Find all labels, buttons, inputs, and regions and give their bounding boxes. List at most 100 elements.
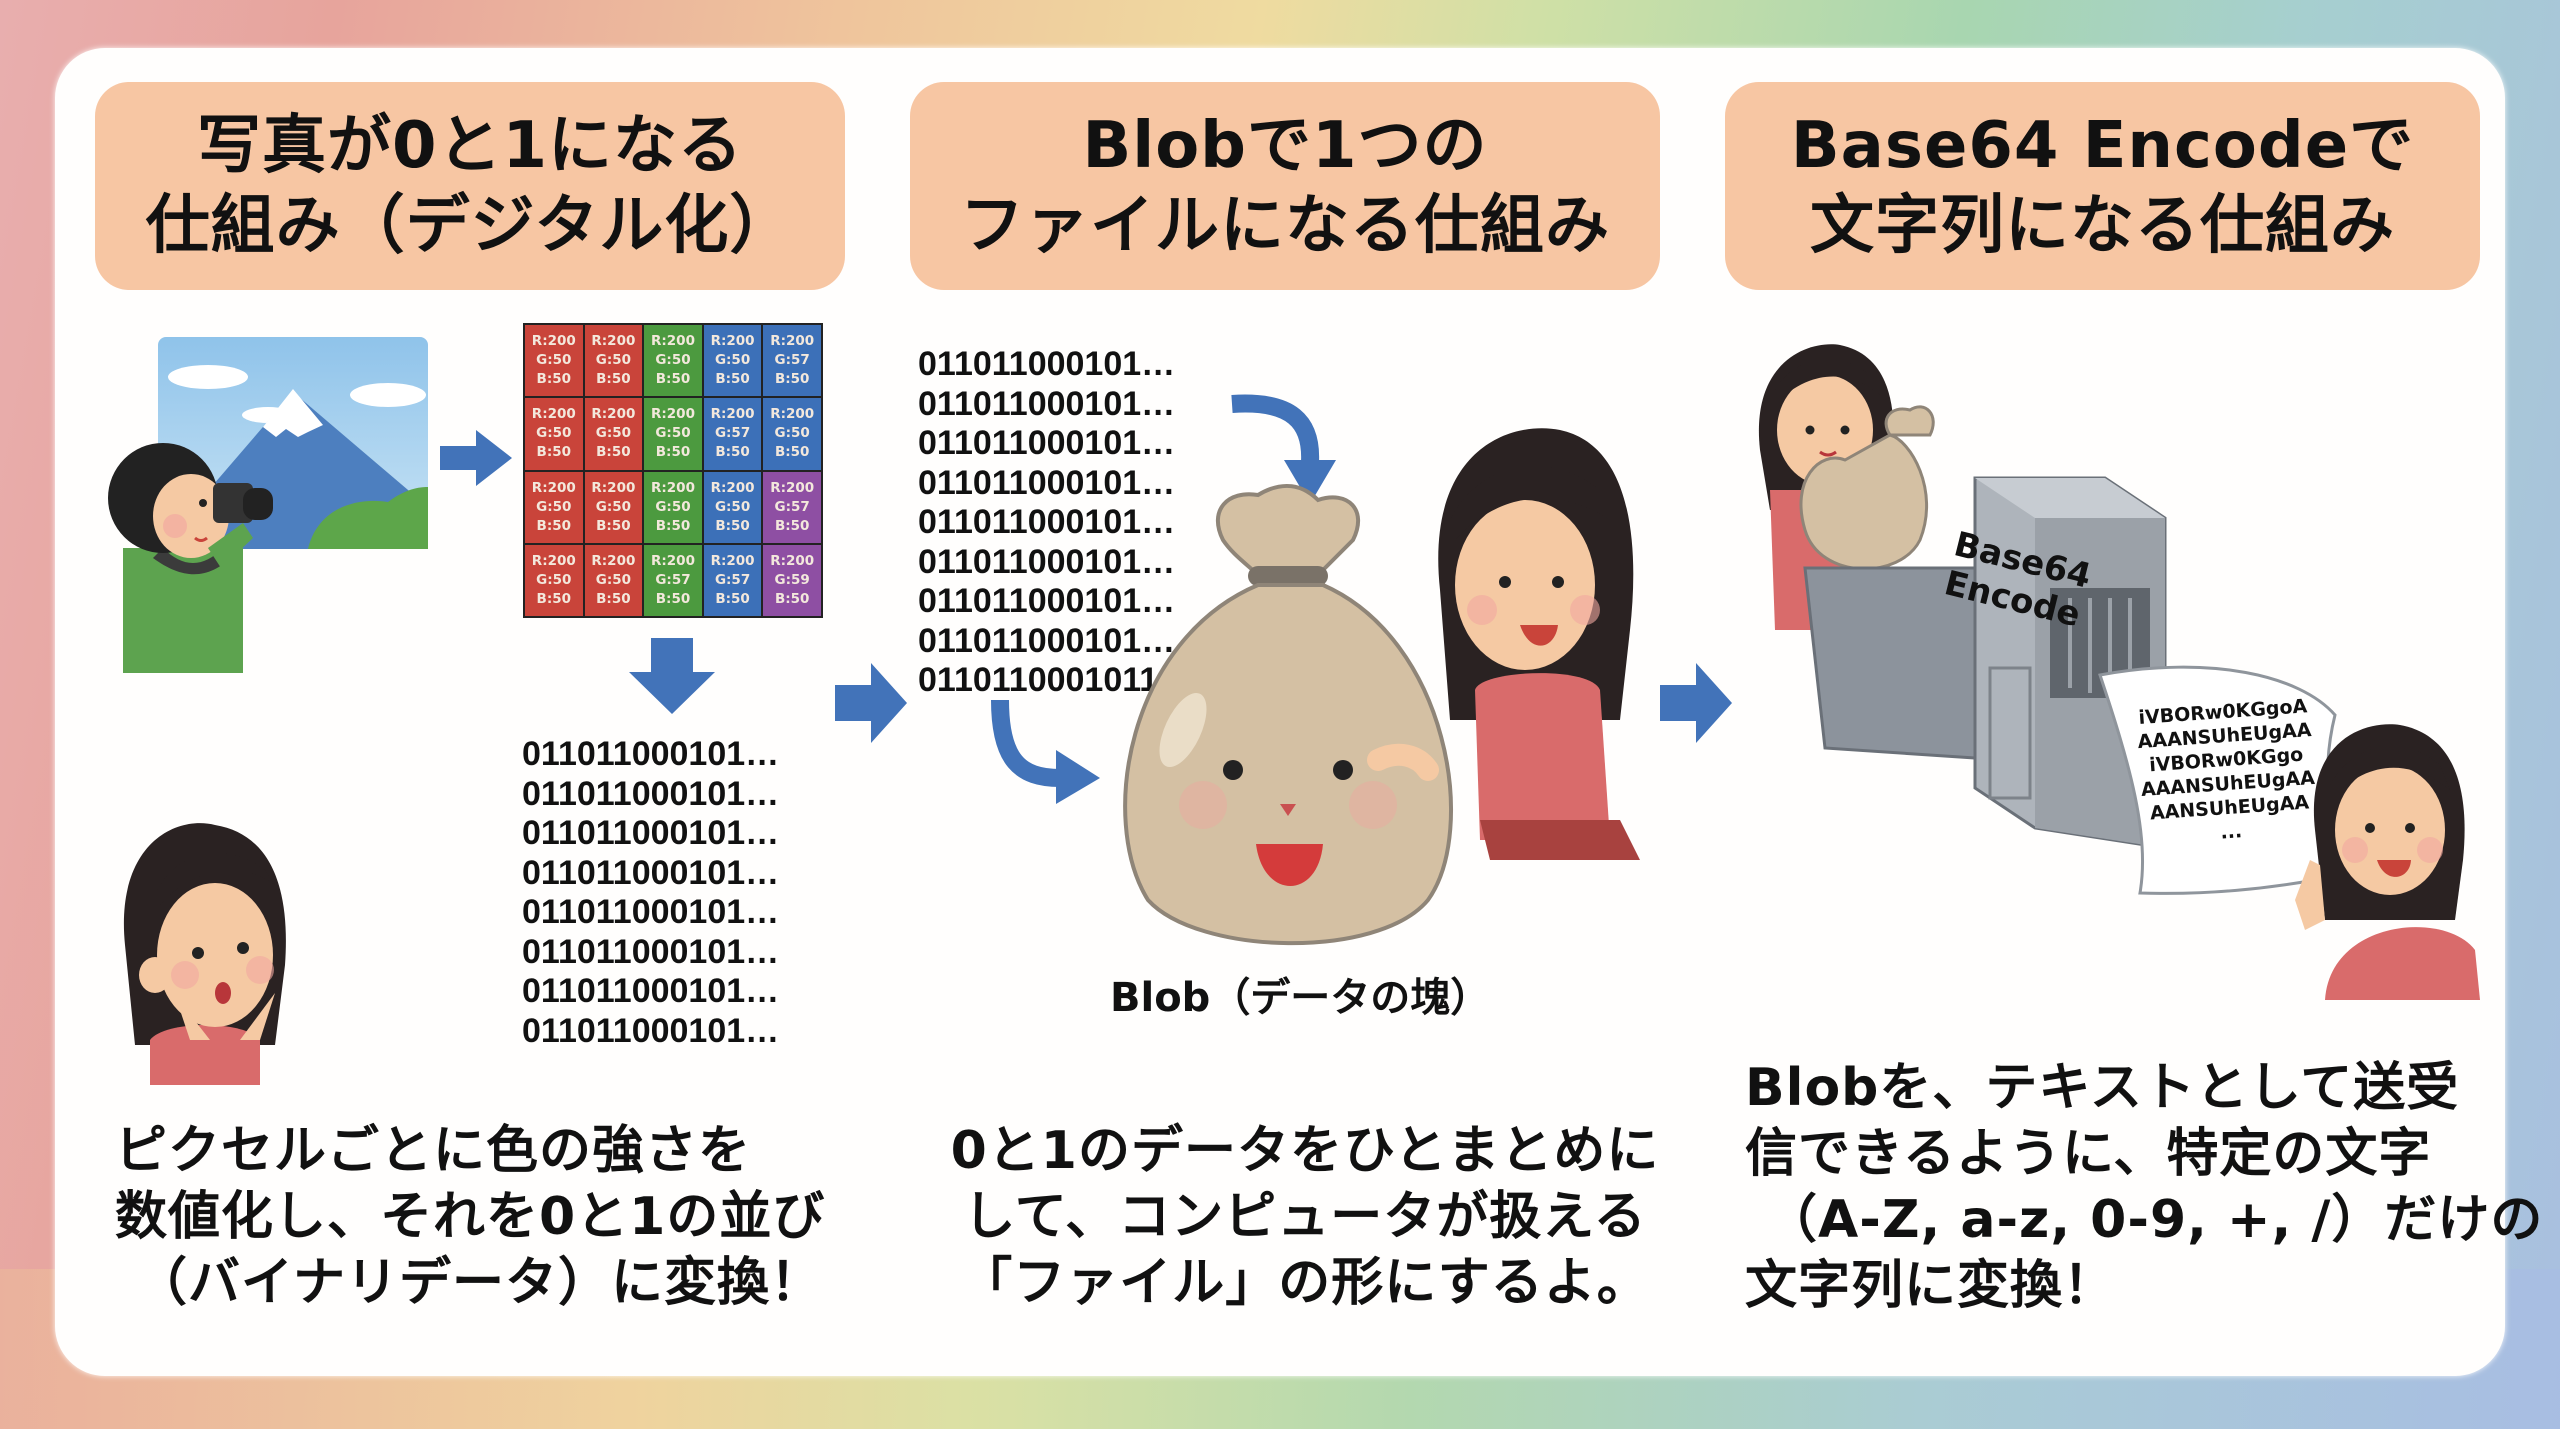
pixel-value-b: B:50 bbox=[596, 371, 631, 388]
person-with-camera-icon bbox=[108, 443, 273, 673]
pixel-value-g: G:50 bbox=[595, 352, 632, 369]
pixel-value-b: B:50 bbox=[715, 517, 750, 534]
pixel-value-g: G:59 bbox=[774, 571, 810, 588]
pixel-value-g: G:50 bbox=[655, 425, 691, 442]
pixel-value-r: R:200 bbox=[770, 479, 815, 496]
pixel-value-r: R:200 bbox=[591, 406, 636, 423]
binary-line: 0110110001011 bbox=[918, 661, 1159, 699]
pixel-value-b: B:50 bbox=[655, 371, 691, 388]
pixel-value-g: G:50 bbox=[655, 352, 691, 369]
pixel-value-r: R:200 bbox=[531, 479, 576, 496]
description-line: （A-Z, a-z, 0-9, +, /）だけの bbox=[1765, 1190, 2544, 1250]
header-line: ファイルになる仕組み bbox=[960, 189, 1610, 263]
pixel-value-r: R:200 bbox=[710, 406, 755, 423]
binary-line: 011011000101… bbox=[522, 932, 780, 971]
header-blob: Blobで1つの ファイルになる仕組み bbox=[910, 82, 1660, 290]
pixel-value-b: B:50 bbox=[774, 590, 810, 607]
pixel-value-g: G:57 bbox=[774, 352, 810, 369]
binary-line: 011011000101… bbox=[522, 735, 780, 773]
pixel-value-r: R:200 bbox=[710, 479, 755, 496]
pixel-value-r: R:200 bbox=[770, 333, 815, 350]
pixel-value-r: R:200 bbox=[770, 406, 815, 423]
binary-data-block: 011011000101…011011000101…011011000101…0… bbox=[522, 735, 779, 1051]
pixel-value-b: B:50 bbox=[596, 590, 631, 607]
description-line: 文字列に変換！ bbox=[1745, 1256, 2117, 1316]
binary-line: 011011000101… bbox=[918, 503, 1176, 541]
header-line: 写真が0と1になる bbox=[196, 109, 744, 183]
description-blob: 0と1のデータをひとまとめに して、コンピュータが扱える 「ファイル」の形にする… bbox=[945, 1118, 1665, 1316]
pixel-value-r: R:200 bbox=[710, 333, 755, 350]
pixel-value-b: B:50 bbox=[596, 444, 631, 461]
pixel-value-b: B:50 bbox=[536, 517, 572, 534]
description-line: （バイナリデータ）に変換！ bbox=[135, 1253, 823, 1313]
header-line: Blobで1つの bbox=[1082, 109, 1488, 183]
curved-arrow-icon bbox=[991, 699, 1100, 804]
arrow-right-icon bbox=[440, 430, 512, 486]
blob-label: Blob（データの塊） bbox=[1110, 975, 1491, 1021]
pixel-value-g: G:50 bbox=[595, 571, 632, 588]
binary-line: 011011000101… bbox=[918, 424, 1176, 462]
pixel-value-r: R:200 bbox=[710, 552, 755, 569]
description-line: して、コンピュータが扱える bbox=[963, 1187, 1647, 1247]
description-line: 信できるように、特定の文字 bbox=[1745, 1124, 2432, 1184]
binary-line: 011011000101… bbox=[918, 582, 1176, 620]
pixel-value-g: G:50 bbox=[774, 425, 810, 442]
pixel-value-g: G:50 bbox=[655, 498, 691, 515]
curved-arrow-icon bbox=[1231, 394, 1336, 504]
description-line: 0と1のデータをひとまとめに bbox=[950, 1121, 1660, 1181]
binary-line: 011011000101… bbox=[522, 1011, 780, 1050]
pixel-value-b: B:50 bbox=[655, 517, 691, 534]
pixel-value-b: B:50 bbox=[715, 444, 750, 461]
binary-line: 011011000101… bbox=[918, 463, 1176, 502]
pixel-value-b: B:50 bbox=[715, 371, 750, 388]
binary-line: 011011000101… bbox=[522, 774, 780, 813]
header-base64: Base64 Encodeで 文字列になる仕組み bbox=[1725, 82, 2480, 290]
header-line: 仕組み（デジタル化） bbox=[145, 189, 795, 263]
pixel-value-b: B:50 bbox=[655, 590, 691, 607]
pixel-value-g: G:57 bbox=[655, 571, 691, 588]
arrow-right-icon bbox=[835, 663, 907, 743]
pixel-value-r: R:200 bbox=[591, 333, 636, 350]
pixel-value-b: B:50 bbox=[715, 590, 750, 607]
pixel-value-r: R:200 bbox=[651, 552, 695, 569]
surprised-girl-icon bbox=[123, 823, 286, 1085]
binary-line: 011011000101… bbox=[522, 814, 780, 852]
binary-data-block: 011011000101…011011000101…011011000101…0… bbox=[918, 345, 1175, 701]
pixel-value-b: B:50 bbox=[536, 590, 572, 607]
pixel-value-g: G:50 bbox=[595, 498, 632, 515]
pixel-value-g: G:50 bbox=[536, 352, 572, 369]
binary-line: 011011000101… bbox=[918, 542, 1176, 581]
description-line: 「ファイル」の形にするよ。 bbox=[960, 1253, 1650, 1313]
pixel-value-g: G:57 bbox=[714, 571, 751, 588]
arrow-down-icon bbox=[629, 638, 715, 714]
pixel-value-g: G:50 bbox=[536, 571, 572, 588]
description-line: Blobを、テキストとして送受 bbox=[1745, 1058, 2460, 1118]
description-digitization: ピクセルごとに色の強さを 数値化し、それを0と1の並び （バイナリデータ）に変換… bbox=[115, 1118, 835, 1316]
header-line: Base64 Encodeで bbox=[1790, 109, 2415, 183]
arrow-right-icon bbox=[1660, 663, 1732, 743]
pixel-value-b: B:50 bbox=[774, 444, 810, 461]
pixel-value-r: R:200 bbox=[770, 552, 815, 569]
pixel-value-g: G:50 bbox=[714, 498, 751, 515]
header-line: 文字列になる仕組み bbox=[1810, 189, 2395, 263]
description-line: 数値化し、それを0と1の並び bbox=[115, 1187, 826, 1247]
pixel-value-b: B:50 bbox=[596, 517, 631, 534]
binary-line: 011011000101… bbox=[522, 972, 780, 1010]
pixel-value-r: R:200 bbox=[531, 406, 576, 423]
pixel-value-g: G:57 bbox=[774, 498, 810, 515]
pixel-value-b: B:50 bbox=[536, 444, 572, 461]
pixel-value-b: B:50 bbox=[655, 444, 691, 461]
pixel-value-g: G:50 bbox=[536, 498, 572, 515]
